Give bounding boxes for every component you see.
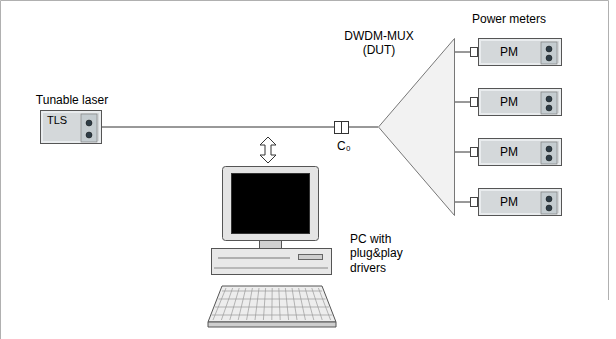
- meter-name: PM: [479, 95, 539, 109]
- meter-port: [470, 147, 478, 157]
- instrument-knobs: [540, 141, 558, 165]
- mux-outline: [378, 38, 455, 216]
- fiber-line: [455, 202, 470, 203]
- instrument-knobs: [540, 191, 558, 215]
- meter-body: PM: [478, 38, 562, 66]
- instrument-heading: Tunable laser: [35, 93, 109, 107]
- power-meter: PM: [470, 188, 562, 216]
- laser-instrument: Tunable laserTLS: [40, 110, 102, 144]
- meter-port: [470, 197, 478, 207]
- power-meter: PM: [470, 88, 562, 116]
- meter-name: PM: [479, 195, 539, 209]
- device-label: DWDM-MUX (DUT): [340, 29, 418, 58]
- meter-port: [470, 47, 478, 57]
- meter-body: PM: [478, 138, 562, 166]
- instrument-knobs: [540, 41, 558, 65]
- connector-label: C₀: [337, 139, 367, 153]
- pc-illustration: [208, 167, 336, 328]
- fiber-connector: [335, 122, 349, 134]
- fiber-line: [455, 152, 470, 153]
- fiber-line: [455, 52, 470, 53]
- group-label: Power meters: [472, 12, 572, 26]
- meter-port: [470, 97, 478, 107]
- double-arrow: [260, 137, 276, 163]
- meter-name: PM: [479, 45, 539, 59]
- instrument-knobs: [80, 113, 98, 143]
- pc-label: PC with plug&play drivers: [350, 232, 412, 275]
- fiber-line: [455, 102, 470, 103]
- meter-body: PM: [478, 88, 562, 116]
- instrument-name: TLS: [47, 114, 67, 127]
- mux-trapezoid: DWDM-MUX (DUT): [378, 38, 455, 216]
- meter-body: PM: [478, 188, 562, 216]
- instrument-knobs: [540, 91, 558, 115]
- meter-name: PM: [479, 145, 539, 159]
- power-meter: PM: [470, 38, 562, 66]
- power-meter: PM: [470, 138, 562, 166]
